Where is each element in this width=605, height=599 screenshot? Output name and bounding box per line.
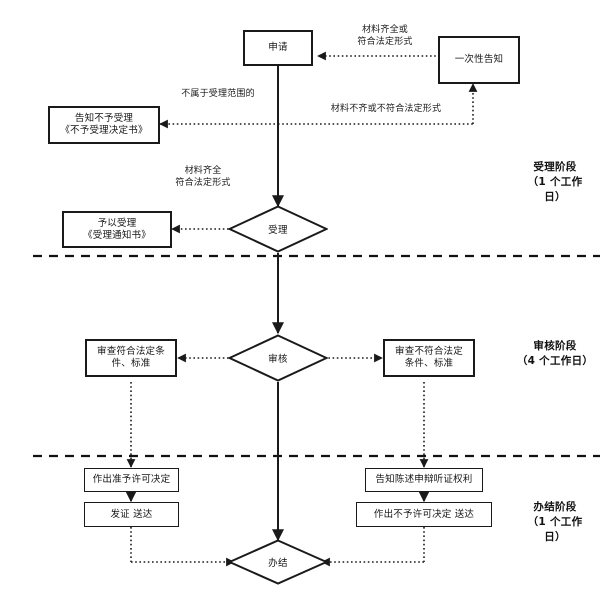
node-grant-decision[interactable]: 作出准予许可决定 xyxy=(84,468,179,492)
node-apply-label: 申请 xyxy=(268,42,288,54)
edge-label-not-in-scope: 不属于受理范围的 xyxy=(181,89,255,99)
node-notice-reject[interactable]: 告知不予受理 《不予受理决定书》 xyxy=(48,106,160,144)
node-apply[interactable]: 申请 xyxy=(243,30,313,66)
node-review-label: 审核 xyxy=(268,354,288,365)
edge-label-materials-incomplete: 材料不齐或不符合法定形式 xyxy=(330,104,442,114)
node-review-pass-label: 审查符合法定条 件、标准 xyxy=(97,346,165,369)
node-accept-label: 受理 xyxy=(268,225,288,236)
node-accept-notice-label: 予以受理 《受理通知书》 xyxy=(83,217,151,241)
edge-label-materials-complete-legal: 材料齐全 符合法定形式 xyxy=(175,166,231,188)
node-complete[interactable]: 办结 xyxy=(228,539,328,585)
node-issue-deliver-label: 发证 送达 xyxy=(110,508,153,520)
stage-label-completion: 办结阶段 （1 个工作 日） xyxy=(527,501,583,544)
node-deny-decision[interactable]: 作出不予许可决定 送达 xyxy=(356,502,492,527)
node-grant-decision-label: 作出准予许可决定 xyxy=(92,474,171,486)
stage-label-acceptance: 受理阶段 （1 个工作 日） xyxy=(527,161,583,204)
node-complete-label: 办结 xyxy=(268,558,288,569)
node-accept-notice[interactable]: 予以受理 《受理通知书》 xyxy=(62,211,172,248)
node-notice-rights[interactable]: 告知陈述申辩听证权利 xyxy=(365,468,483,492)
node-review-fail-label: 审查不符合法定 条件、标准 xyxy=(395,346,463,369)
node-notice-rights-label: 告知陈述申辩听证权利 xyxy=(375,474,473,486)
node-accept[interactable]: 受理 xyxy=(228,205,328,253)
node-one-time-notice-label: 一次性告知 xyxy=(454,54,504,66)
node-notice-reject-label: 告知不予受理 《不予受理决定书》 xyxy=(60,113,148,136)
node-issue-deliver[interactable]: 发证 送达 xyxy=(84,502,179,527)
node-one-time-notice[interactable]: 一次性告知 xyxy=(438,36,520,84)
node-review-fail[interactable]: 审查不符合法定 条件、标准 xyxy=(383,339,475,377)
node-deny-decision-label: 作出不予许可决定 送达 xyxy=(373,508,475,520)
edge-label-materials-complete-or-legal: 材料齐全或 符合法定形式 xyxy=(357,25,413,47)
stage-label-review: 审核阶段 （4 个工作日） xyxy=(516,340,594,368)
node-review[interactable]: 审核 xyxy=(228,334,328,382)
node-review-pass[interactable]: 审查符合法定条 件、标准 xyxy=(85,339,177,377)
